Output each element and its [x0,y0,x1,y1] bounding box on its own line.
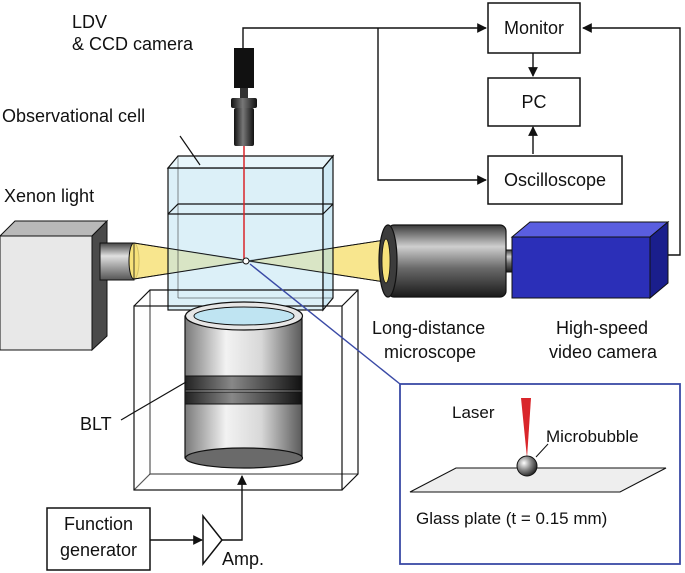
amp-label: Amp. [222,549,265,569]
function-generator-label-line2: generator [59,539,138,560]
amplifier-symbol [202,513,223,567]
oscilloscope-label: Oscilloscope [503,169,607,190]
glass-plate [409,467,667,493]
blt-transducer [184,301,304,469]
blt-label: BLT [80,414,112,434]
monitor-label: Monitor [503,17,565,38]
inset-laser-beam [521,398,531,458]
high-speed-camera-label-line2: video camera [549,342,658,362]
pc-box [487,77,581,127]
signal-wires [150,23,681,545]
ccd-camera-label: & CCD camera [72,34,194,54]
microbubble [516,455,538,477]
microscope-label-line2: microscope [384,342,477,362]
pc-label: PC [521,91,547,112]
inset-leader-line [249,263,401,385]
high-speed-video-camera [510,220,670,300]
focal-point [133,239,386,283]
observational-cell-label: Observational cell [2,106,146,126]
ldv-label: LDV [72,12,108,32]
long-distance-microscope [378,224,525,298]
oscilloscope-box [487,155,623,205]
inset-microbubble-label: Microbubble [546,427,639,446]
xenon-light-label: Xenon light [4,186,95,206]
high-speed-camera-label-line1: High-speed [556,318,649,338]
inset-laser-label: Laser [452,403,495,422]
inset-glass-plate-label: Glass plate (t = 0.15 mm) [416,509,608,528]
function-generator-box [46,507,151,571]
observational-cell [166,154,335,312]
blt-leader-line [120,381,187,421]
monitor-box [487,2,581,54]
cell-leader-line [179,135,201,166]
function-generator-label-line1: Function [63,513,134,534]
xenon-light-source [0,219,140,352]
microscope-label-line1: Long-distance [372,318,486,338]
ldv-ccd-camera [231,48,257,146]
inset-panel [399,383,681,565]
